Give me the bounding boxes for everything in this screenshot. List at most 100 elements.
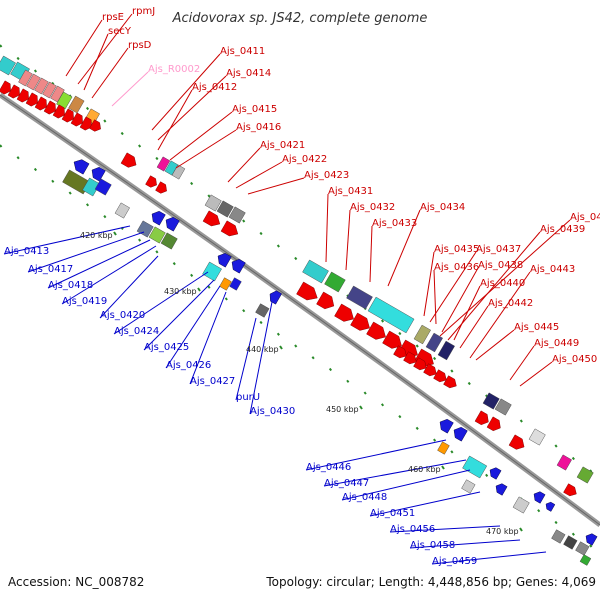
outer-dot-track — [433, 356, 437, 361]
leader-line — [433, 269, 437, 325]
leader-line — [509, 345, 535, 381]
gene-box — [437, 340, 455, 361]
leader-line — [341, 469, 471, 501]
gene-box — [346, 285, 373, 310]
reverse-gene-label: Ajs_0418 — [48, 280, 93, 291]
forward-gene-arrow — [382, 330, 402, 349]
reverse-gene-label: Ajs_0430 — [250, 406, 295, 417]
gene-box — [68, 95, 85, 114]
gene-box — [425, 332, 443, 353]
outer-dot-track — [554, 444, 558, 448]
reverse-gene-label: purU — [236, 392, 260, 403]
forward-gene-arrow — [316, 291, 335, 310]
forward-gene-arrow — [202, 210, 221, 227]
inner-dot-track — [85, 203, 90, 207]
forward-gene-label: rpmJ — [132, 6, 155, 17]
tick-mark — [197, 287, 201, 292]
forward-gene-arrow — [79, 116, 92, 131]
reverse-gene-arrow — [489, 467, 502, 480]
inner-dot-track — [259, 320, 263, 325]
outer-dot-track — [103, 119, 107, 123]
forward-gene-arrow — [413, 357, 427, 371]
reverse-gene-label: Ajs_0459 — [432, 556, 477, 567]
leader-line — [189, 291, 227, 385]
gene-labels: rpsErpmJsecYrpsDAjs_0411Ajs_0414Ajs_0412… — [4, 6, 600, 567]
leader-line — [345, 209, 351, 271]
leader-line — [423, 251, 435, 317]
leader-line — [459, 305, 489, 349]
forward-gene-label: Ajs_0415 — [232, 104, 277, 115]
inner-dot-track — [589, 544, 593, 548]
forward-gene-arrow — [70, 112, 83, 127]
gene-box — [482, 392, 500, 410]
leader-line — [157, 89, 193, 151]
forward-gene-arrow — [155, 181, 167, 194]
inner-dot-track — [328, 367, 333, 372]
reverse-gene-arrow — [545, 501, 556, 512]
leader-line — [143, 279, 215, 351]
gene-box — [576, 466, 594, 484]
rrna-box — [18, 69, 33, 87]
gene-box — [324, 271, 346, 293]
forward-gene-arrow — [508, 434, 525, 450]
reverse-gene-arrow — [585, 533, 598, 546]
gene-box — [579, 554, 592, 566]
forward-gene-label: Ajs_0449 — [534, 338, 579, 349]
rna-gene-label: Ajs_R0002 — [148, 64, 200, 75]
inner-dot-track — [0, 144, 3, 148]
leader-line — [165, 285, 221, 369]
outer-dot-track — [85, 106, 90, 111]
inner-dot-track — [571, 532, 575, 536]
outer-dot-track — [138, 144, 142, 148]
reverse-gene-label: Ajs_0424 — [114, 326, 159, 337]
forward-gene-arrow — [433, 369, 447, 383]
leader-line — [519, 361, 553, 387]
reverse-gene-arrow — [269, 290, 282, 305]
reverse-gene-arrow — [151, 210, 166, 226]
scale-tick-label: 440 kbp — [246, 345, 279, 354]
leader-line — [169, 111, 233, 161]
inner-dot-track — [138, 238, 142, 242]
outer-dot-track — [294, 256, 298, 261]
inner-dot-track — [433, 438, 437, 442]
gene-box — [437, 441, 450, 455]
map-title: Acidovorax sp. JS42, complete genome — [172, 11, 428, 26]
leader-line — [323, 459, 467, 487]
leader-line — [429, 251, 477, 323]
backbone-line — [0, 94, 600, 526]
leader-line — [447, 231, 541, 341]
forward-gene-arrow — [0, 80, 11, 95]
forward-gene-label: Ajs_0450 — [552, 354, 597, 365]
forward-gene-label: Ajs_0422 — [282, 154, 327, 165]
reverse-gene-label: Ajs_0420 — [100, 310, 145, 321]
forward-gene-label: Ajs_0416 — [236, 122, 281, 133]
leader-line — [369, 491, 481, 517]
gene-box — [94, 178, 112, 196]
leader-line — [151, 53, 221, 131]
rrna-box — [34, 77, 49, 95]
leader-line — [389, 525, 501, 533]
leader-line — [441, 267, 479, 333]
inner-dot-track — [537, 509, 541, 513]
leader-line — [111, 71, 149, 107]
leader-line — [325, 193, 329, 263]
outer-dot-track — [571, 456, 575, 461]
gene-box — [0, 55, 16, 76]
forward-gene-label: Ajs_0414 — [226, 68, 271, 79]
reverse-gene-label: Ajs_0448 — [342, 492, 387, 503]
forward-gene-label: secY — [108, 26, 132, 37]
forward-gene-arrow — [296, 281, 318, 301]
forward-gene-arrow — [350, 312, 370, 331]
gene-box — [255, 303, 270, 318]
forward-gene-label: Ajs_0443 — [530, 264, 575, 275]
inner-dot-track — [554, 520, 558, 525]
gene-box — [551, 529, 566, 544]
inner-dot-track — [190, 273, 194, 278]
leader-line — [439, 219, 571, 337]
leader-line — [227, 147, 261, 183]
gene-box — [216, 200, 234, 218]
leader-line — [369, 225, 373, 283]
leader-line — [65, 19, 103, 77]
gene-box — [171, 164, 186, 180]
forward-gene-arrow — [61, 108, 74, 123]
